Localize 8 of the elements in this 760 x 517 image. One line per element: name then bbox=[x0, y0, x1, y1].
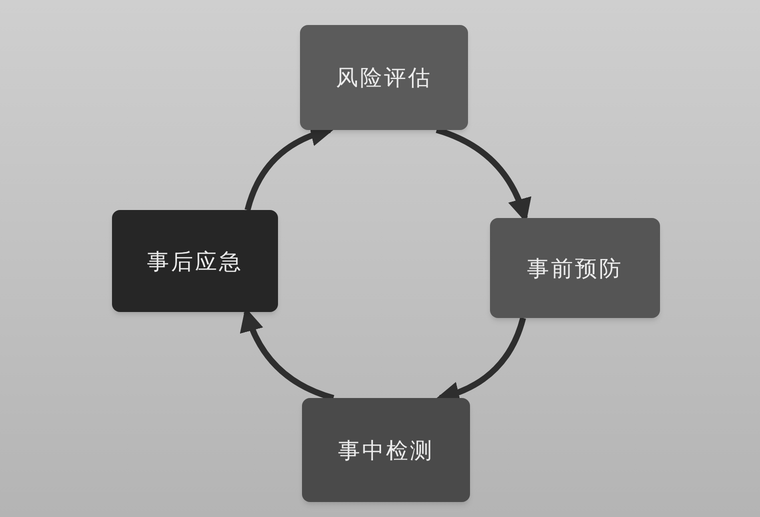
process-box bbox=[112, 210, 278, 312]
box-label: 事中检测 bbox=[338, 436, 434, 464]
process-box bbox=[300, 25, 468, 130]
process-box bbox=[490, 218, 660, 318]
box-label: 事前预防 bbox=[527, 254, 623, 282]
box-label: 风险评估 bbox=[336, 64, 432, 92]
process-box bbox=[302, 398, 470, 502]
box-label: 事后应急 bbox=[147, 248, 243, 276]
